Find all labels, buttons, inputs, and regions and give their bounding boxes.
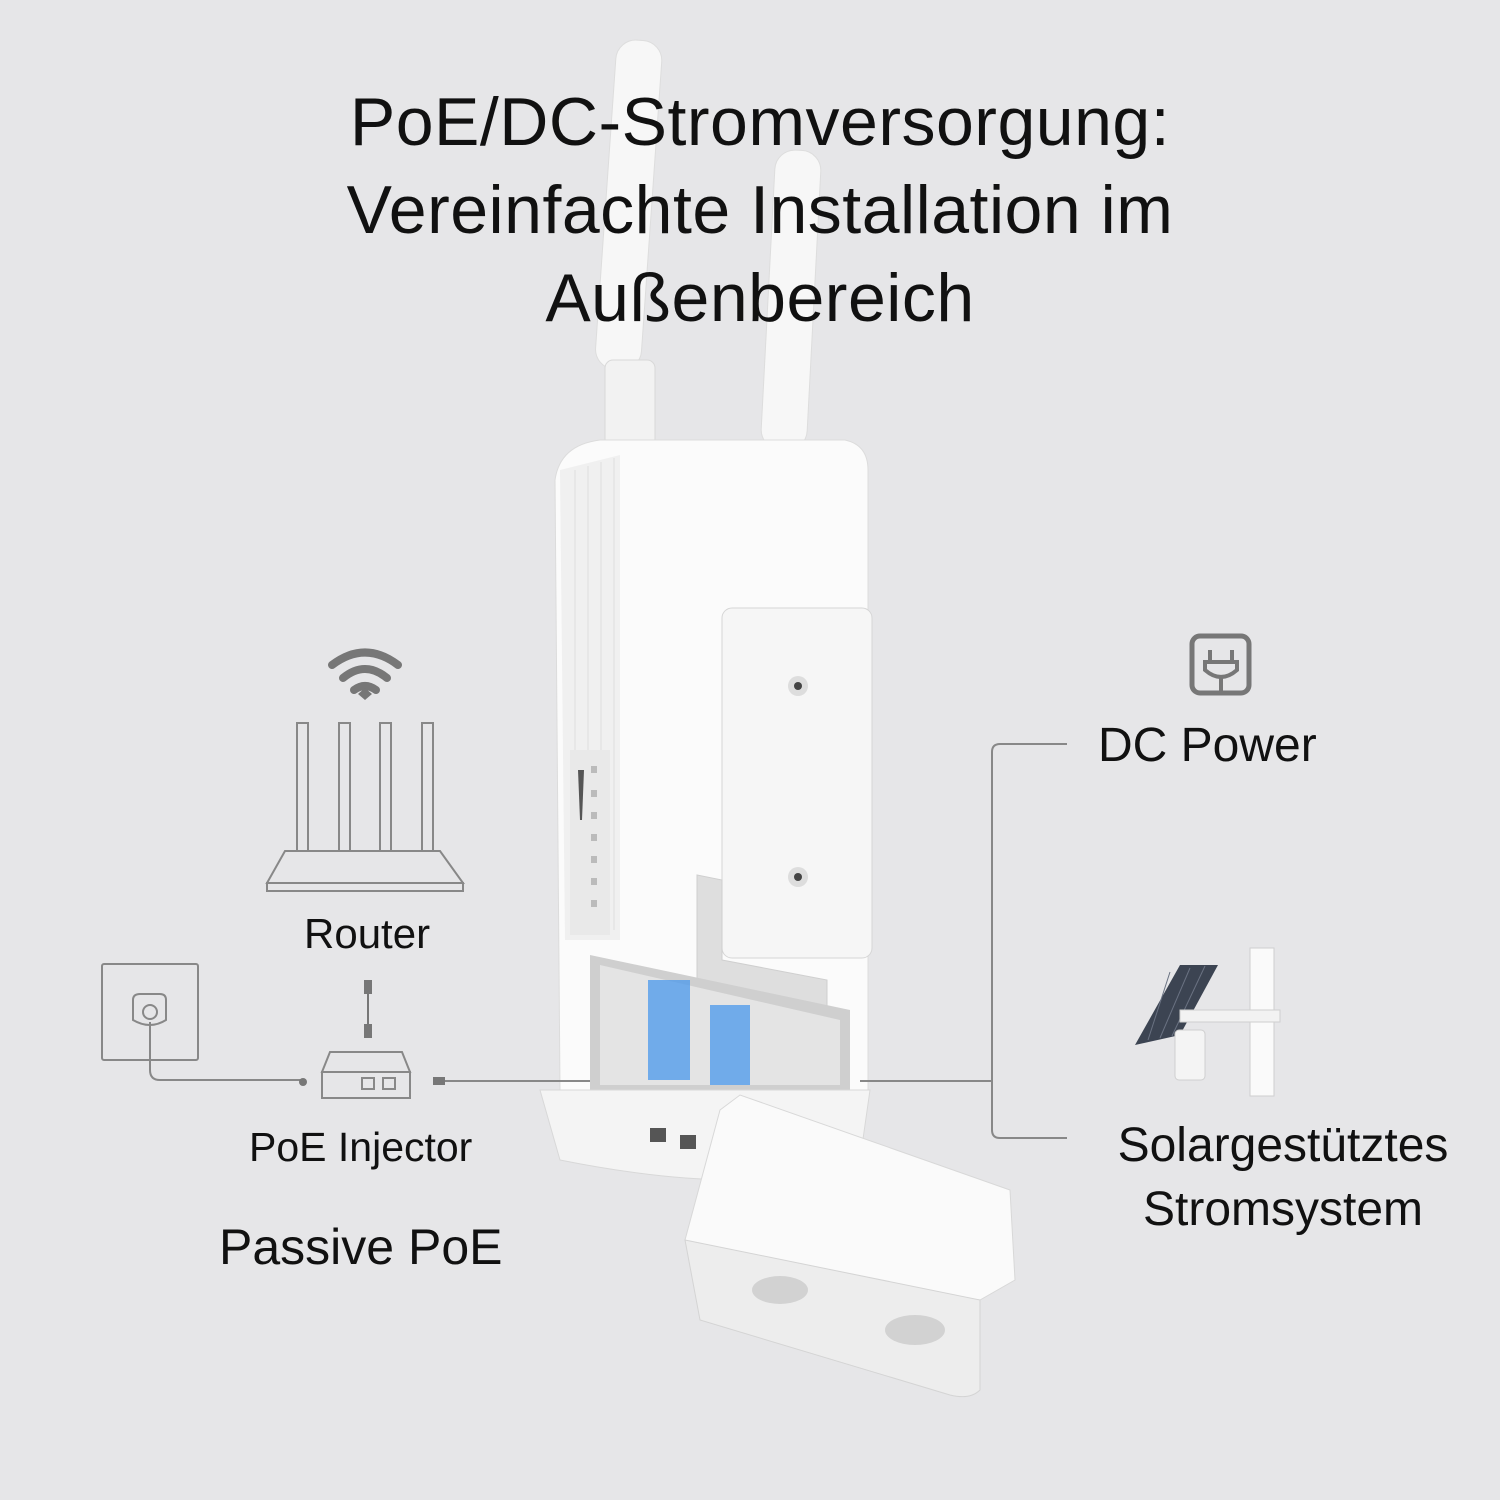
passive-poe-label: Passive PoE	[219, 1219, 503, 1275]
port-cover	[684, 1094, 1016, 1398]
headline: PoE/DC-Stromversorgung: Vereinfachte Ins…	[0, 78, 1500, 342]
ethernet-port-1	[648, 980, 690, 1080]
cable-connector-dot	[299, 1078, 307, 1086]
wall-outlet-icon	[101, 963, 302, 1081]
dc-power-label: DC Power	[1098, 719, 1317, 772]
headline-line-1: PoE/DC-Stromversorgung:	[349, 84, 1171, 160]
solar-panel-icon	[1135, 947, 1281, 1097]
access-point-body	[539, 439, 873, 1181]
antenna-left	[595, 39, 663, 451]
headline-line-2: Vereinfachte Installation im	[346, 172, 1174, 248]
headline-line-3: Außenbereich	[545, 260, 975, 336]
led-indicators	[591, 766, 597, 907]
solar-label-line-1: Solargestütztes	[1117, 1119, 1449, 1172]
dc-plug-icon	[1189, 633, 1252, 696]
ethernet-port-2	[710, 1005, 750, 1085]
router-icon	[265, 722, 465, 892]
poe-injector-label: PoE Injector	[249, 1124, 473, 1170]
solar-label-line-2: Stromsystem	[1142, 1183, 1424, 1236]
ethernet-cable-icon	[364, 980, 372, 1038]
connector-lines	[860, 743, 1067, 1139]
poe-injector-icon	[320, 1051, 412, 1099]
router-label: Router	[304, 910, 431, 957]
solar-power-label: Solargestütztes Stromsystem	[1088, 1114, 1478, 1242]
wifi-icon	[328, 648, 402, 694]
